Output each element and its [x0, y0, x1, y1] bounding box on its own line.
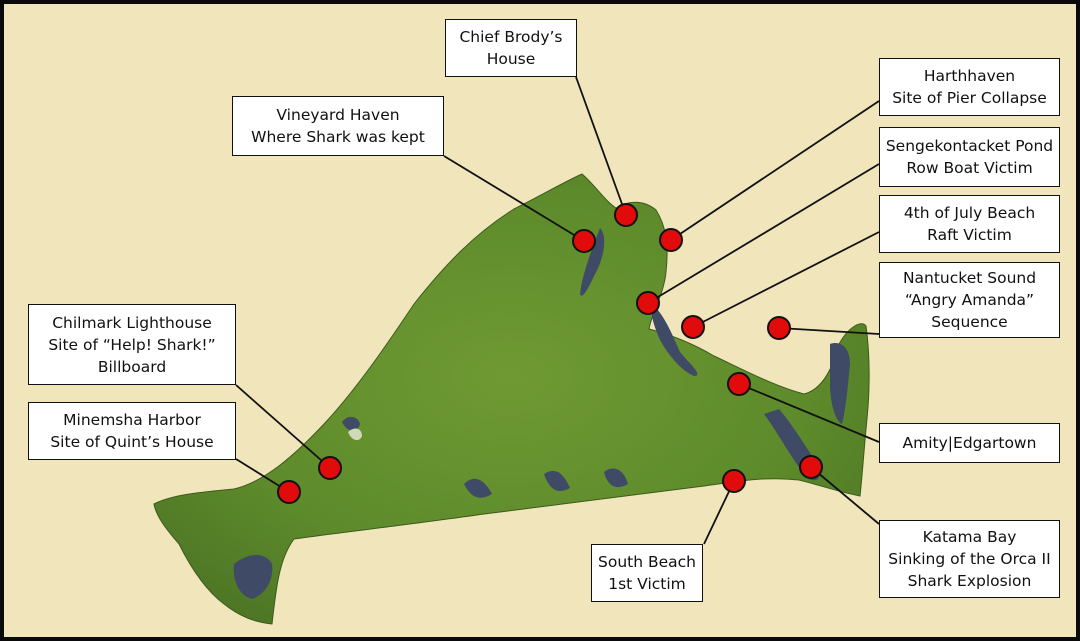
label-line: House — [486, 50, 536, 68]
label-chief-brodys-house: Chief Brody’s House — [445, 19, 577, 77]
label-line: South Beach — [598, 553, 696, 571]
label-line: Vineyard Haven — [276, 106, 400, 124]
label-line: Sinking of the Orca II — [888, 550, 1051, 568]
leader-sengekontacket — [647, 163, 880, 304]
label-line: Katama Bay — [922, 528, 1017, 546]
marker-chief-brody[interactable] — [614, 203, 638, 227]
marker-south-beach[interactable] — [722, 469, 746, 493]
marker-nantucket-sound[interactable] — [767, 316, 791, 340]
label-line: 4th of July Beach — [903, 204, 1036, 222]
label-line: Sequence — [931, 313, 1008, 331]
label-nantucket-sound: Nantucket Sound “Angry Amanda” Sequence — [879, 262, 1060, 338]
leader-nantucket-sound — [778, 327, 880, 335]
label-line: Shark Explosion — [907, 572, 1032, 590]
label-chilmark-lighthouse: Chilmark Lighthouse Site of “Help! Shark… — [28, 304, 236, 385]
leader-katama — [810, 466, 880, 525]
label-line: Chief Brody’s — [459, 28, 563, 46]
marker-katama[interactable] — [799, 455, 823, 479]
label-4th-of-july-beach: 4th of July Beach Raft Victim — [879, 195, 1060, 253]
label-vineyard-haven: Vineyard Haven Where Shark was kept — [232, 96, 444, 156]
label-amity-edgartown: Amity|Edgartown — [879, 423, 1060, 463]
label-line: Row Boat Victim — [906, 159, 1033, 177]
label-line: Harthhaven — [923, 67, 1016, 85]
label-line: Where Shark was kept — [251, 128, 425, 146]
label-line: Amity|Edgartown — [902, 434, 1037, 452]
marker-amity[interactable] — [727, 372, 751, 396]
label-line: 1st Victim — [608, 575, 686, 593]
leader-vineyard-haven — [443, 155, 585, 242]
marker-minemsha[interactable] — [277, 480, 301, 504]
marker-vineyard-haven[interactable] — [572, 229, 596, 253]
label-line: Nantucket Sound — [902, 269, 1037, 287]
label-line: Minemsha Harbor — [63, 411, 201, 429]
island-map — [153, 76, 880, 625]
label-line: Site of Quint’s House — [50, 433, 214, 451]
marker-4th-of-july[interactable] — [681, 315, 705, 339]
label-line: Chilmark Lighthouse — [52, 313, 212, 332]
leader-amity — [738, 383, 880, 443]
leader-harthhaven — [670, 100, 880, 241]
label-line: Site of “Help! Shark!” — [48, 335, 216, 354]
label-line: Site of Pier Collapse — [892, 89, 1047, 107]
leader-4th-of-july — [692, 231, 880, 328]
label-line: Sengekontacket Pond — [885, 137, 1054, 155]
marker-sengekontacket[interactable] — [636, 291, 660, 315]
label-line: “Angry Amanda” — [904, 291, 1035, 309]
chappaquiddick-water — [830, 343, 850, 424]
inland-pond — [342, 416, 360, 431]
leader-chilmark — [235, 384, 331, 469]
label-line: Raft Victim — [927, 226, 1012, 244]
label-katama-bay: Katama Bay Sinking of the Orca II Shark … — [879, 520, 1060, 598]
marker-harthhaven[interactable] — [659, 228, 683, 252]
label-harthhaven: Harthhaven Site of Pier Collapse — [879, 58, 1060, 116]
marker-chilmark[interactable] — [318, 456, 342, 480]
lagoon-pond — [580, 228, 605, 296]
label-south-beach: South Beach 1st Victim — [591, 544, 703, 602]
label-minemsha-harbor: Minemsha Harbor Site of Quint’s House — [28, 402, 236, 460]
menemsha-pond — [233, 555, 273, 599]
label-sengekontacket-pond: Sengekontacket Pond Row Boat Victim — [879, 127, 1060, 187]
leader-chief-brody — [575, 76, 627, 216]
field-patch — [348, 428, 362, 441]
sengekontacket-water — [651, 304, 698, 376]
south-ponds — [464, 468, 628, 498]
label-line: Billboard — [97, 357, 167, 376]
